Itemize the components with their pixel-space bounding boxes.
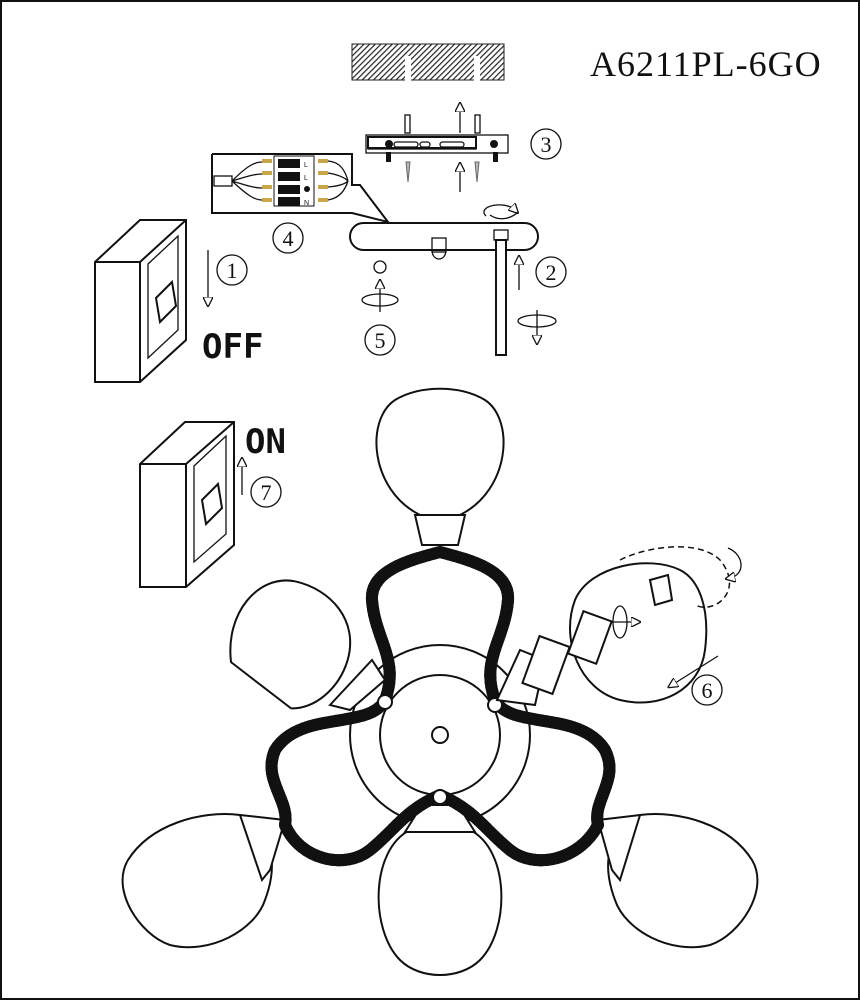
step-2-badge: 2 — [518, 257, 567, 340]
glass-shade-top — [375, 387, 505, 516]
wiring-inset: L L N — [211, 153, 391, 224]
glass-shade-bottom-center — [377, 829, 503, 976]
svg-text:2: 2 — [546, 260, 557, 285]
ceiling-hatch — [351, 43, 505, 82]
mounting-bracket — [365, 107, 509, 192]
svg-text:5: 5 — [375, 328, 386, 353]
terminal-label-n: N — [304, 200, 309, 207]
svg-text:6: 6 — [702, 678, 713, 703]
step-3-badge: 3 — [530, 128, 562, 160]
wall-switch-on — [139, 421, 242, 588]
svg-text:7: 7 — [261, 480, 272, 505]
step-6-badge: 6 — [691, 674, 723, 706]
model-number: A6211PL-6GO — [590, 44, 822, 84]
glass-shade-left — [229, 579, 352, 710]
bulb-outline — [619, 546, 731, 608]
switch-toggle — [200, 481, 224, 527]
on-label: ON — [245, 422, 286, 462]
finial-cap — [373, 260, 387, 274]
bulb-base — [648, 573, 674, 607]
canopy-inner — [379, 674, 501, 796]
step-1-badge: 1 — [216, 254, 248, 286]
step-7-badge: 7 — [250, 476, 282, 508]
chandelier — [121, 387, 759, 976]
glass-shade-bottom-left — [121, 813, 273, 949]
detached-shade — [566, 546, 742, 704]
terminal-label-l1: L — [304, 162, 308, 169]
ground-icon — [304, 186, 310, 192]
step-4-badge: 4 — [272, 222, 304, 254]
off-label: OFF — [202, 327, 263, 367]
svg-text:1: 1 — [227, 258, 238, 283]
svg-text:4: 4 — [283, 226, 294, 251]
svg-text:3: 3 — [541, 132, 552, 157]
terminal-label-l2: L — [304, 175, 308, 182]
rotate-icon — [728, 547, 742, 578]
wall-switch-off — [94, 219, 208, 383]
step-5-badge: 5 — [361, 260, 399, 356]
canopy-plate — [349, 205, 539, 356]
switch-toggle — [154, 279, 178, 325]
bulb-socket — [521, 634, 571, 696]
glass-shade-bottom-right — [607, 813, 759, 949]
